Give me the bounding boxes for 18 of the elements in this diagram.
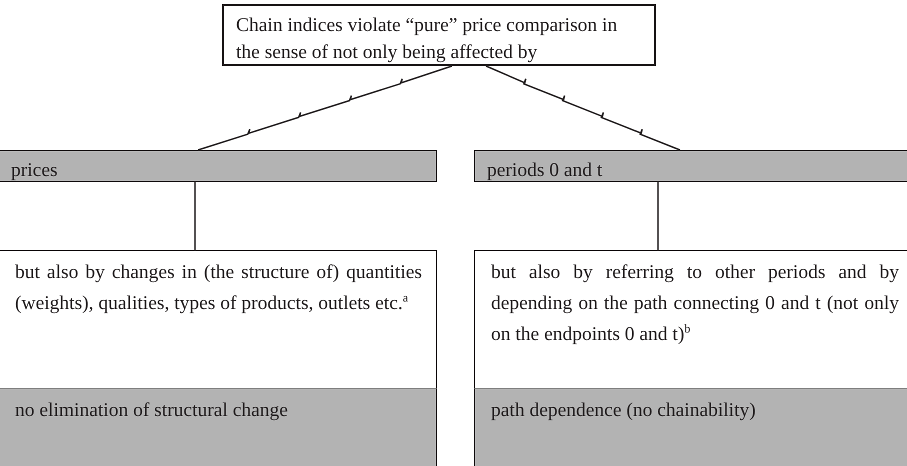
- connector-line: [198, 65, 452, 151]
- conclusion-bar: [0, 388, 437, 466]
- node-text: but also by changes in (the structure of) quantities (weights), qualities, types of products, outlets etc.$^{a}$: [15, 262, 422, 314]
- description-box: [0, 250, 437, 388]
- node-text: path dependence (no chainability): [491, 400, 756, 421]
- conclusion-bar: [474, 388, 907, 466]
- node-text: Chain indices violate “pure” price comparison in the sense of not only being affected by: [236, 15, 618, 63]
- heading-box: [222, 4, 656, 66]
- node-text: but also by referring to other periods and by depending on the path connecting 0 and t (not only on the endpoints 0 and t)$^{b}$: [491, 262, 899, 345]
- description-box: [474, 250, 907, 388]
- category-bar: [474, 150, 907, 182]
- node-text: no elimination of structural change: [15, 400, 288, 421]
- connector-line: [657, 182, 659, 250]
- connector-line: [486, 65, 680, 151]
- node-text: prices: [11, 160, 58, 181]
- connector-line: [194, 182, 196, 250]
- category-bar: [0, 150, 437, 182]
- node-text: periods 0 and t: [487, 160, 602, 181]
